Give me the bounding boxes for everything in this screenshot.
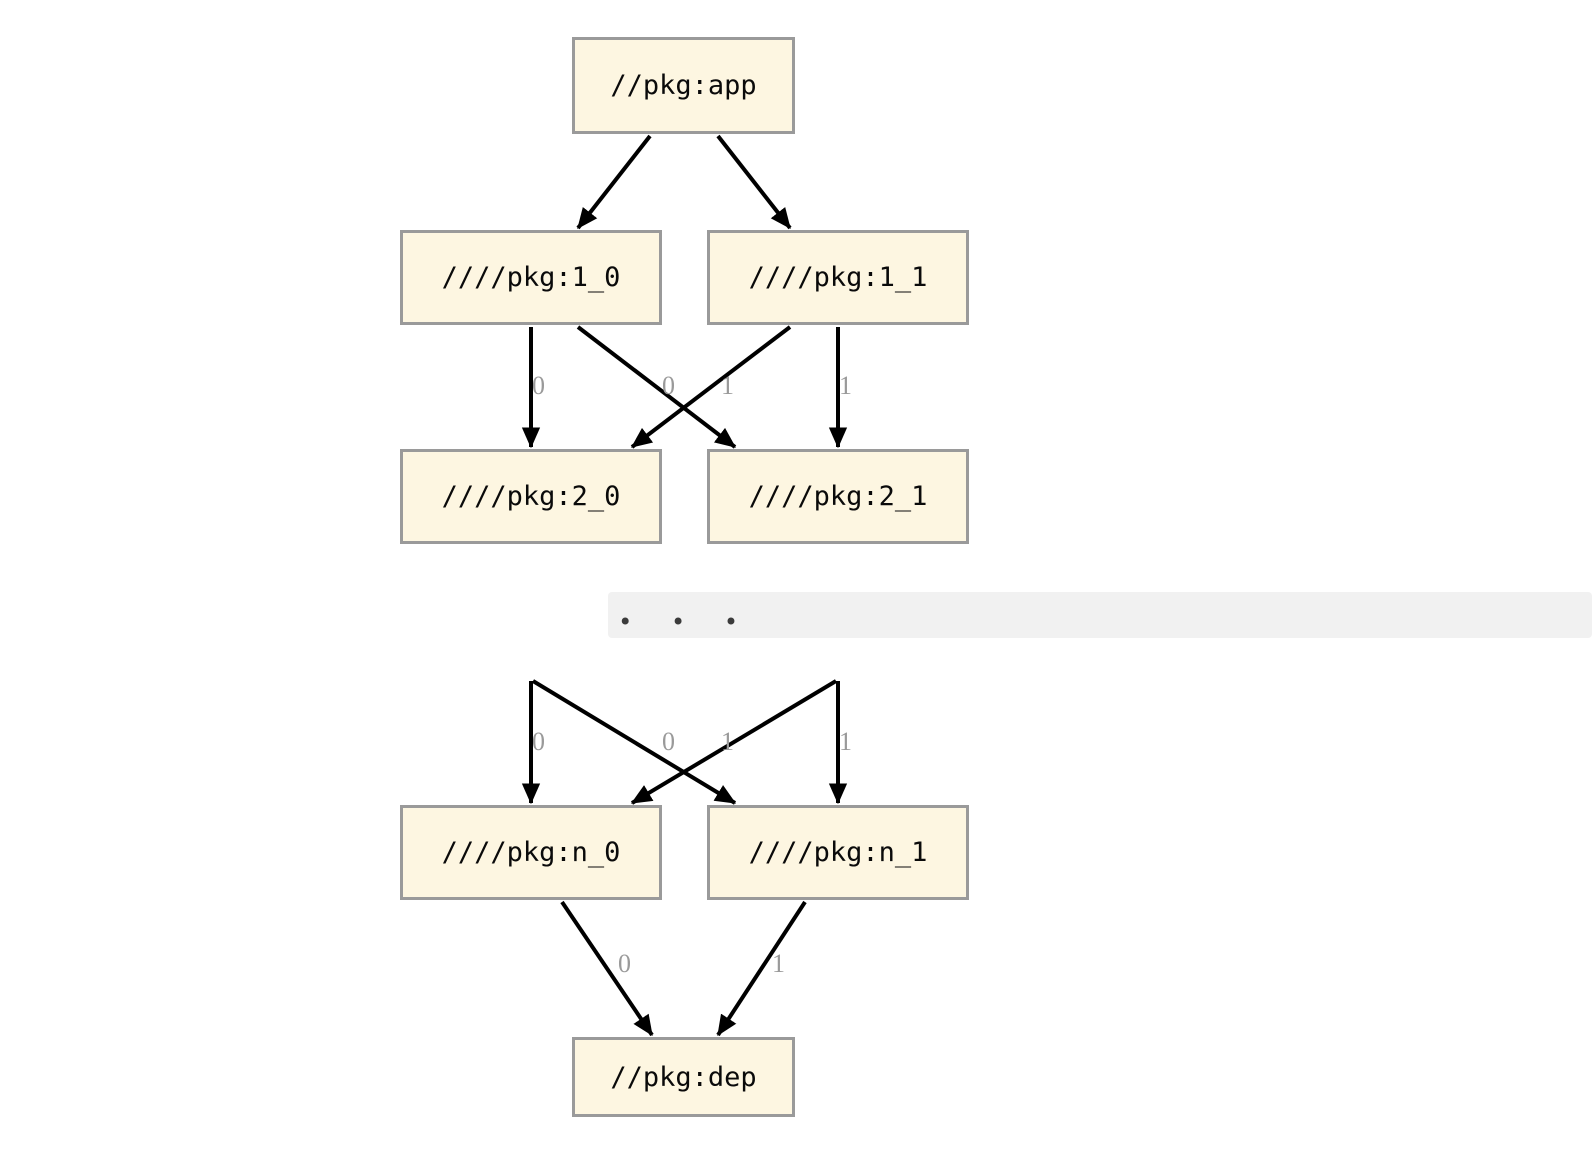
edge-app-to-1_0 [576,134,652,230]
node-2_1[interactable]: ////pkg:2_1 [707,449,969,544]
node-app[interactable]: //pkg:app [572,37,795,134]
edge-label-n_1-to-dep: 1 [772,949,785,978]
node-label: ////pkg:n_0 [441,837,621,868]
node-label: ////pkg:2_0 [441,481,621,512]
node-n_0[interactable]: ////pkg:n_0 [400,805,662,900]
node-1_0[interactable]: ////pkg:1_0 [400,230,662,325]
ellipsis-dots: • • • [618,608,751,636]
edge-app-to-1_1 [716,134,792,230]
edge-label-n_0-to-dep: 0 [618,949,631,978]
node-1_1[interactable]: ////pkg:1_1 [707,230,969,325]
edge-n_0-to-dep [560,900,654,1037]
edge-hidden_b-to-n_0 [630,679,838,805]
node-label: ////pkg:n_1 [748,837,928,868]
edge-label-1_0-to-2_0: 0 [532,371,545,400]
node-label: ////pkg:1_1 [748,262,928,293]
edge-label-1_1-to-2_1: 1 [839,371,852,400]
ellipsis-separator-band: • • • [608,592,1592,638]
edge-label-hidden_b-to-n_1: 1 [839,727,852,756]
node-label: ////pkg:2_1 [748,481,928,512]
edge-label-hidden_a-to-n_0: 0 [532,727,545,756]
edge-label-1_1-to-2_0: 1 [721,371,734,400]
edge-label-hidden_a-to-n_1: 0 [662,727,675,756]
node-2_0[interactable]: ////pkg:2_0 [400,449,662,544]
edge-1_1-to-2_0 [630,325,792,449]
node-dep[interactable]: //pkg:dep [572,1037,795,1117]
edge-label-hidden_b-to-n_0: 1 [721,727,734,756]
edge-label-1_0-to-2_1: 0 [662,371,675,400]
node-n_1[interactable]: ////pkg:n_1 [707,805,969,900]
node-label: ////pkg:1_0 [441,262,621,293]
node-label: //pkg:app [610,70,757,101]
edge-hidden_a-to-n_1 [531,679,737,805]
node-label: //pkg:dep [610,1061,757,1093]
edge-n_1-to-dep [716,900,807,1037]
edge-1_0-to-2_1 [576,325,737,449]
